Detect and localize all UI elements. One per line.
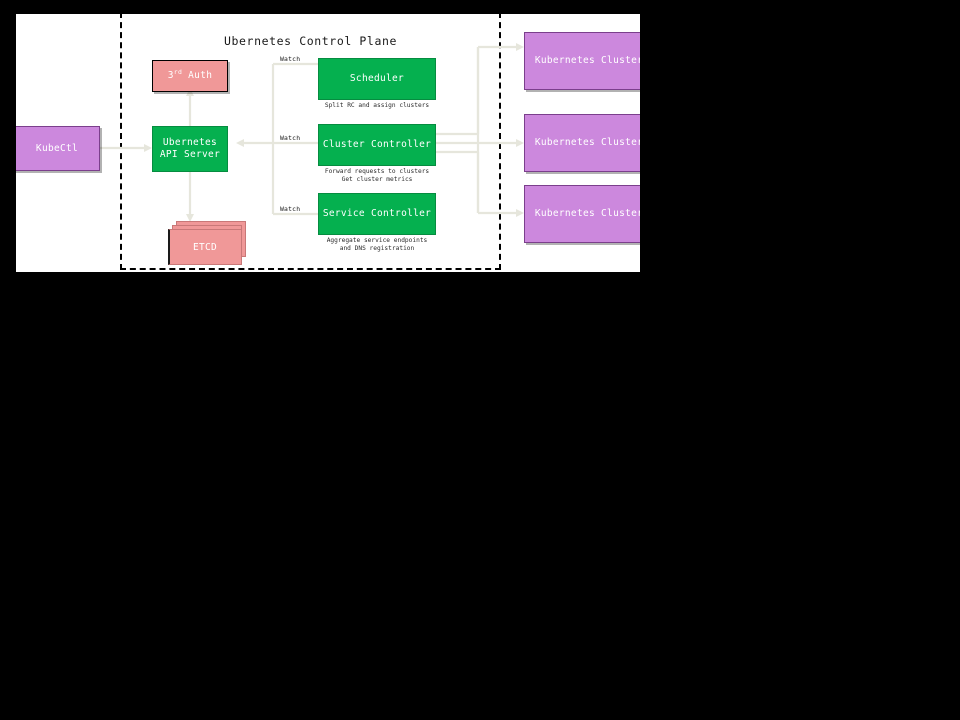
node-kubernetes-cluster-3-label: Kubernetes Cluster	[534, 208, 640, 219]
auth-label-sup: rd	[173, 67, 183, 76]
node-kubernetes-cluster-2-label: Kubernetes Cluster	[534, 137, 640, 148]
node-etcd[interactable]: ETCD	[168, 221, 250, 266]
arrowhead-cc-to-cluster-2	[516, 139, 524, 147]
node-api-server-label: Ubernetes API Server	[159, 137, 221, 160]
node-service-controller-label: Service Controller	[322, 208, 432, 219]
node-third-party-auth-label: 3rd Auth	[167, 67, 213, 82]
diagram-canvas: Ubernetes Control Plane KubeCtl 3rd Auth…	[16, 14, 640, 272]
node-kubectl-label: KubeCtl	[35, 142, 79, 154]
node-kubernetes-cluster-2[interactable]: Kubernetes Cluster	[524, 114, 640, 172]
etcd-sheet-front	[168, 229, 242, 265]
node-scheduler-label: Scheduler	[349, 73, 405, 84]
node-cluster-controller[interactable]: Cluster Controller	[318, 124, 436, 166]
edge-label-watch-cluster-controller: Watch	[280, 134, 301, 142]
node-third-party-auth[interactable]: 3rd Auth	[152, 60, 228, 92]
auth-label-suffix: Auth	[182, 70, 213, 81]
node-kubectl[interactable]: KubeCtl	[16, 126, 100, 171]
edge-label-watch-scheduler: Watch	[280, 55, 301, 63]
node-kubernetes-cluster-1-label: Kubernetes Cluster	[534, 55, 640, 66]
arrowhead-trunk-to-cluster-3	[516, 209, 524, 217]
auth-label-prefix: 3	[167, 70, 174, 81]
caption-service-controller: Aggregate service endpoints and DNS regi…	[326, 237, 428, 252]
node-api-server[interactable]: Ubernetes API Server	[152, 126, 228, 172]
caption-scheduler: Split RC and assign clusters	[324, 102, 430, 109]
arrowhead-watch-bus-to-api-server	[236, 139, 244, 147]
node-scheduler[interactable]: Scheduler	[318, 58, 436, 100]
caption-cluster-controller: Forward requests to clusters Get cluster…	[324, 168, 430, 183]
arrowhead-trunk-to-cluster-1	[516, 43, 524, 51]
control-plane-title: Ubernetes Control Plane	[223, 34, 398, 48]
node-service-controller[interactable]: Service Controller	[318, 193, 436, 235]
node-kubernetes-cluster-3[interactable]: Kubernetes Cluster	[524, 185, 640, 243]
node-kubernetes-cluster-1[interactable]: Kubernetes Cluster	[524, 32, 640, 90]
arrowhead-kubectl-to-api-server	[144, 144, 152, 152]
node-etcd-label: ETCD	[192, 241, 218, 253]
node-cluster-controller-label: Cluster Controller	[322, 139, 432, 150]
edge-label-watch-service-controller: Watch	[280, 205, 301, 213]
